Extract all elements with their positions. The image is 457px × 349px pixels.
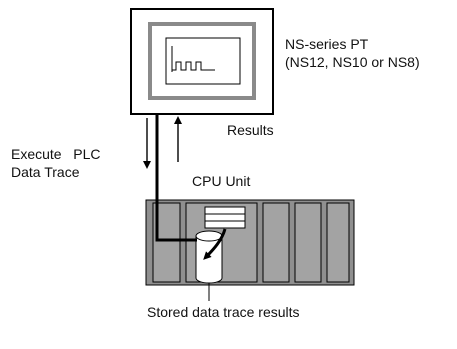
cpu-unit-label: CPU Unit (192, 173, 251, 189)
plc-rack (145, 199, 355, 286)
pt-cpu-cable (155, 114, 197, 242)
results-label: Results (227, 122, 274, 138)
cylinder-storage-icon (195, 230, 223, 284)
execute-label-line1: Execute PLC (11, 146, 101, 162)
pt-label-line1: NS-series PT (285, 36, 369, 52)
rack-slot-5 (326, 202, 350, 283)
rack-slot-4 (294, 202, 322, 283)
buffer-to-storage-arrow (203, 228, 227, 260)
pt-label-line2: (NS12, NS10 or NS8) (285, 54, 420, 70)
stacked-buffer-icon (204, 206, 246, 229)
execute-label-line2: Data Trace (11, 164, 80, 180)
ns-series-pt (130, 8, 274, 115)
pulse-waveform-icon (171, 46, 215, 72)
pt-screen (165, 37, 241, 85)
rack-slot-3 (262, 202, 290, 283)
stored-results-label: Stored data trace results (147, 304, 300, 320)
